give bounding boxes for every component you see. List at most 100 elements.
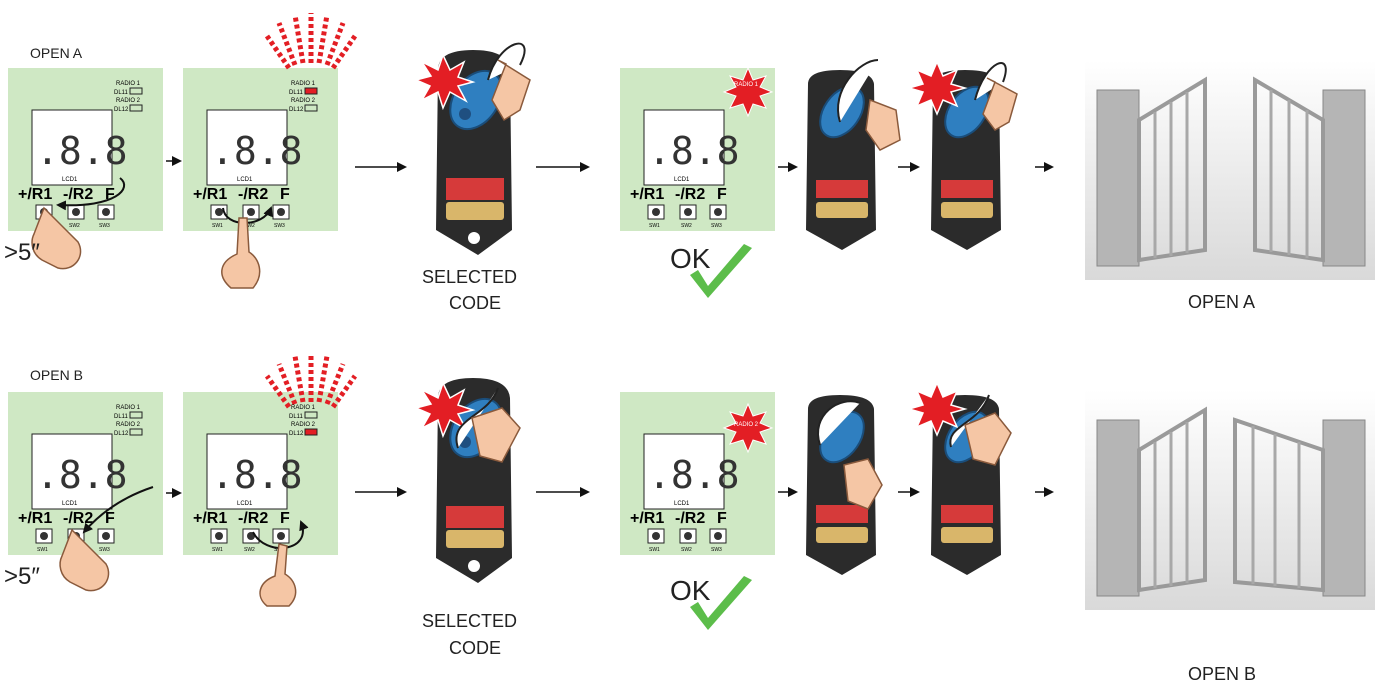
gate-pillar-left: [1096, 419, 1140, 597]
hand-pointer-icon: [59, 528, 110, 592]
curved-arrow-icon: [487, 42, 526, 81]
led-dl12: [304, 104, 318, 112]
led-name-dl12: DL12: [289, 431, 304, 437]
button-label-r2: -/R2: [63, 510, 93, 527]
button-label-r1: +/R1: [18, 186, 52, 203]
switch-label-sw3: SW3: [99, 547, 110, 553]
led-name-dl11: DL11: [289, 90, 304, 96]
lcd-frame: [31, 109, 113, 186]
gate-image-open-a: [1085, 60, 1375, 280]
dip-switch-block: [816, 180, 868, 198]
led-name-dl11: DL11: [114, 414, 129, 420]
ok-label: OK: [670, 575, 711, 606]
button-label-f: F: [717, 510, 727, 527]
hand-pointer-icon: [471, 407, 521, 463]
remote-control: [806, 59, 901, 250]
row-title: OPEN A: [30, 45, 83, 61]
curved-arrow-icon: [82, 486, 154, 534]
lcd-frame: [643, 109, 725, 186]
control-board-step-1: RADIO 1 RADIO 2 DL11 DL12 .8.8 LCD1 +/R1…: [4, 68, 163, 270]
switch-label-sw2: SW2: [244, 547, 255, 553]
led-name-dl12: DL12: [289, 107, 304, 113]
battery: [446, 530, 504, 548]
switch-label-sw1: SW1: [212, 223, 223, 229]
led-dl11: [304, 87, 318, 95]
switch-label-sw2: SW2: [681, 547, 692, 553]
lcd-label: LCD1: [62, 177, 78, 183]
led-name-dl11: DL11: [289, 414, 304, 420]
switch-label-sw2: SW2: [681, 223, 692, 229]
battery: [941, 527, 993, 543]
switch-label-sw1: SW1: [212, 547, 223, 553]
hold-time-label: >5″: [4, 239, 40, 266]
control-board-step-3: RADIO 2 .8.8 LCD1 +/R1 -/R2 F SW1 SW2 SW…: [620, 392, 775, 555]
curved-arrow-icon: [949, 394, 990, 448]
switch-label-sw1: SW1: [649, 223, 660, 229]
led-dl11: [129, 411, 143, 419]
hold-time-label: >5″: [4, 563, 40, 590]
row-title: OPEN B: [30, 367, 83, 383]
control-board-step-2: RADIO 1 RADIO 2 DL11 DL12 .8.8 LCD1 +/R1…: [183, 13, 358, 289]
switch-label-sw3: SW3: [711, 223, 722, 229]
switch-label-sw2: SW2: [69, 223, 80, 229]
led-flash-burst-icon: [722, 402, 774, 454]
hand-pointer-icon: [491, 59, 531, 122]
dip-switch-block: [941, 180, 993, 198]
led-name-dl12: DL12: [114, 107, 129, 113]
gate-leaf-right: [1233, 417, 1325, 593]
switch-sw3-dot: [277, 532, 285, 540]
gate-bars: [1153, 90, 1309, 258]
led-label-radio1: RADIO 1: [116, 405, 141, 411]
press-burst-icon: [906, 60, 968, 116]
lcd-frame: [206, 109, 288, 186]
remote-button-dot: [459, 108, 471, 120]
switch-sw3-dot: [714, 532, 722, 540]
keyring-hole: [468, 560, 480, 572]
selected-code-line-1: SELECTED: [422, 611, 517, 631]
button-label-f: F: [717, 186, 727, 203]
hand-pointer-icon: [31, 206, 82, 270]
switch-label-sw3: SW3: [274, 223, 285, 229]
led-label-radio1: RADIO 1: [291, 405, 316, 411]
switch-sw1-dot: [215, 532, 223, 540]
hand-pointer-icon: [843, 458, 883, 510]
switch-label-sw3: SW3: [99, 223, 110, 229]
led-name-dl11: DL11: [114, 90, 129, 96]
switch-sw3-dot: [102, 532, 110, 540]
selected-code-line-2: CODE: [449, 638, 501, 658]
remote-control: [413, 378, 521, 583]
lcd-label: LCD1: [237, 177, 253, 183]
battery: [816, 527, 868, 543]
switch-sw1-dot: [652, 532, 660, 540]
led-label-radio1: RADIO 1: [734, 82, 759, 88]
switch-label-sw1: SW1: [37, 547, 48, 553]
selected-code-line-2: CODE: [449, 293, 501, 313]
lcd-frame: [31, 433, 113, 510]
button-label-r2: -/R2: [238, 510, 268, 527]
control-board-step-2: RADIO 1 RADIO 2 DL11 DL12 .8.8 LCD1 +/R1…: [183, 354, 358, 607]
curved-arrow-icon: [974, 62, 1007, 101]
dip-switch-block: [816, 505, 868, 523]
lcd-label: LCD1: [674, 177, 690, 183]
row-open-b: OPEN B RADIO 1 RADIO 2 DL11 DL12 .8.8 LC…: [4, 354, 1375, 684]
gate-image-open-b: [1085, 390, 1375, 610]
remote-control: [413, 42, 531, 255]
switch-sw2-dot: [247, 208, 255, 216]
button-label-r2: -/R2: [675, 510, 705, 527]
led-dl11: [129, 87, 143, 95]
press-burst-icon: [906, 381, 968, 437]
hand-pointer-icon: [982, 77, 1018, 131]
switch-sw3-dot: [102, 208, 110, 216]
button-label-r2: -/R2: [63, 186, 93, 203]
curved-arrow-icon: [837, 59, 879, 123]
curved-arrow-icon: [817, 400, 861, 446]
switch-sw3-dot: [277, 208, 285, 216]
led-dl12: [304, 428, 318, 436]
curved-arrow-icon: [56, 177, 126, 211]
remote-control: [906, 60, 1018, 250]
led-label-radio2: RADIO 2: [116, 98, 141, 104]
led-name-dl12: DL12: [114, 431, 129, 437]
keyring-hole: [468, 232, 480, 244]
hand-pointer-icon: [259, 543, 297, 607]
